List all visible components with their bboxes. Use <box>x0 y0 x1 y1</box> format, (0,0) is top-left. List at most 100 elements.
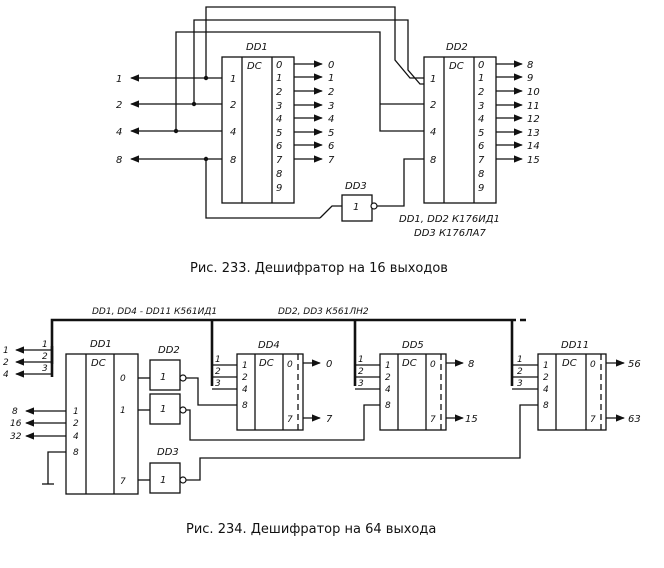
component-note-1: DD1, DD2 К176ИД1 <box>399 214 500 225</box>
dd1-in-4: 4 <box>230 127 236 138</box>
dd1-out: 5 <box>328 128 334 139</box>
dd5-chip: 1 2 3 DD5 DC 1 2 4 8 0 7 8 15 <box>353 320 478 431</box>
fig233-inputs: 1 2 4 8 <box>116 74 222 166</box>
dd4-label: DD4 <box>258 340 280 351</box>
dd1-pin: 5 <box>276 128 282 139</box>
dd4-out: 0 <box>326 359 332 370</box>
dd5-in: 1 <box>385 361 391 371</box>
dd2-label: DD2 <box>446 42 468 53</box>
left-input: 16 <box>10 419 22 429</box>
dd4-pin: 0 <box>287 360 293 370</box>
dd2-type: DC <box>449 61 464 72</box>
dd1-out: 7 <box>328 155 335 166</box>
left-inputs: 8 16 32 <box>10 407 66 485</box>
dd1-234-out: 1 <box>120 406 126 416</box>
dd2-gates: 1 1 DD2 <box>138 345 187 425</box>
dd1-234-out: 7 <box>120 477 126 487</box>
figure-233-caption: Рис. 233. Дешифратор на 16 выходов <box>190 261 448 276</box>
dd2-gate-2: 1 <box>160 404 166 415</box>
bus-tap: 1 <box>42 340 48 350</box>
dd2-out: 11 <box>527 101 540 112</box>
dd5-out: 8 <box>468 359 474 370</box>
bus-tap: 3 <box>42 364 48 374</box>
dd4-chip: 1 2 3 DD4 DC 1 2 4 8 0 7 0 7 <box>210 320 333 431</box>
fig233-routing <box>173 6 424 219</box>
dd3-234-gate: 1 DD3 <box>138 404 538 494</box>
dd11-pin: 7 <box>590 415 596 425</box>
dd3-label: DD3 <box>345 181 367 192</box>
dd1-pin: 8 <box>276 169 282 180</box>
dd11-chip: 1 2 3 DD11 DC 1 2 4 8 0 7 56 63 <box>510 320 641 431</box>
figure-234-caption: Рис. 234. Дешифратор на 64 выхода <box>186 522 436 537</box>
dd5-tap: 2 <box>358 367 364 377</box>
figure-233: DD1 DC 1 2 4 8 0 1 2 3 4 5 6 7 8 9 0 1 2… <box>116 6 540 276</box>
dd1-234-type: DC <box>91 358 106 369</box>
strobe-wires <box>186 377 380 441</box>
dd11-type: DC <box>562 358 577 369</box>
dd5-label: DD5 <box>402 340 424 351</box>
dd5-tap: 1 <box>358 355 364 365</box>
dd1-pin: 3 <box>276 101 282 112</box>
dd1-234-label: DD1 <box>90 339 112 350</box>
dd11-label: DD11 <box>561 340 589 351</box>
dd2-out: 15 <box>527 155 540 166</box>
dd4-in: 8 <box>242 401 248 411</box>
dd1-pin: 1 <box>276 73 282 84</box>
component-note-2: DD3 К176ЛА7 <box>414 228 486 239</box>
dd2-pin: 3 <box>478 101 484 112</box>
bus-input: 4 <box>3 370 9 380</box>
dd2-in-1: 1 <box>430 74 436 85</box>
dd1-out: 6 <box>328 141 334 152</box>
dd2-out: 12 <box>527 114 540 125</box>
bus-input: 2 <box>3 358 9 368</box>
dd1-234-in: 1 <box>73 407 79 417</box>
dd1-out: 4 <box>328 114 334 125</box>
dd3-gate: 1 DD3 <box>341 181 378 222</box>
dd11-in: 2 <box>543 373 549 383</box>
dd1-pin: 9 <box>276 183 282 194</box>
dd4-in: 4 <box>242 385 248 395</box>
dd1-out: 1 <box>328 73 334 84</box>
dd1-in-1: 1 <box>230 74 236 85</box>
dd4-type: DC <box>259 358 274 369</box>
dd1-out: 3 <box>328 101 334 112</box>
dd1-pin: 7 <box>276 155 283 166</box>
dd4-pin: 7 <box>287 415 293 425</box>
bus-label-left: DD1, DD4 - DD11 К561ИД1 <box>92 307 217 317</box>
dd11-tap: 1 <box>517 355 523 365</box>
dd5-out: 15 <box>465 414 478 425</box>
figure-234: DD1, DD4 - DD11 К561ИД1 DD2, DD3 К561ЛН2… <box>3 307 641 537</box>
dd1-234-chip: DD1 DC 1 2 4 8 0 1 7 <box>65 339 139 495</box>
dd1-chip: DD1 DC 1 2 4 8 0 1 2 3 4 5 6 7 8 9 <box>221 42 295 204</box>
left-input: 8 <box>12 407 18 417</box>
dd2-gate-1: 1 <box>160 372 166 383</box>
dd5-in: 8 <box>385 401 391 411</box>
dd2-out: 14 <box>527 141 540 152</box>
dd1-in-8: 8 <box>230 155 236 166</box>
dd11-out: 56 <box>628 359 641 370</box>
bus-input: 1 <box>3 346 9 356</box>
dd2-pin: 9 <box>478 183 484 194</box>
dd1-234-out: 0 <box>120 374 126 384</box>
dd2-pin: 6 <box>478 141 484 152</box>
dd5-pin: 0 <box>430 360 436 370</box>
dd3-234-label: DD3 <box>157 447 179 458</box>
dd4-in: 1 <box>242 361 248 371</box>
left-input: 32 <box>10 432 22 442</box>
dd2-outputs: 8 9 10 11 12 13 14 15 <box>496 60 540 166</box>
dd4-tap: 2 <box>215 367 221 377</box>
dd1-pin: 6 <box>276 141 282 152</box>
dd2-pin: 2 <box>478 87 484 98</box>
dd1-pin: 2 <box>276 87 282 98</box>
dd5-in: 2 <box>385 373 391 383</box>
dd1-out: 0 <box>328 60 334 71</box>
dd1-pin: 4 <box>276 114 282 125</box>
dd4-tap: 1 <box>215 355 221 365</box>
dd3-gate: 1 <box>160 475 166 486</box>
dd2-pin: 1 <box>478 73 484 84</box>
dd2-out: 10 <box>527 87 540 98</box>
dd11-in: 1 <box>543 361 549 371</box>
dd2-in-4: 4 <box>430 127 436 138</box>
dd1-pin: 0 <box>276 60 282 71</box>
